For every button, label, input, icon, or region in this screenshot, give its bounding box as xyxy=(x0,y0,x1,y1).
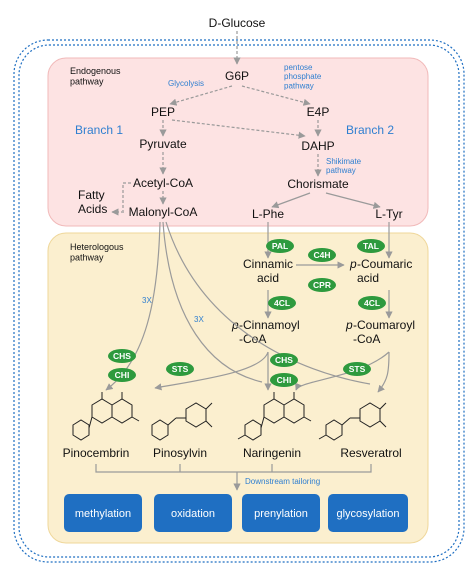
enzyme-c4h: C4H xyxy=(308,248,336,262)
heterologous-region xyxy=(47,232,429,544)
enzyme-chi-left: CHI xyxy=(108,368,136,382)
svg-text:prenylation: prenylation xyxy=(254,508,308,520)
svg-text:oxidation: oxidation xyxy=(171,508,215,520)
metabolite-acetyl-coa: Acetyl-CoA xyxy=(133,176,193,190)
metabolite-chorismate: Chorismate xyxy=(287,177,349,191)
svg-text:STS: STS xyxy=(349,364,366,374)
pinosylvin-structure xyxy=(151,402,213,441)
svg-text:STS: STS xyxy=(172,364,189,374)
metabolite-pep: PEP xyxy=(151,105,175,119)
svg-text:CHI: CHI xyxy=(277,375,292,385)
product-pinosylvin: Pinosylvin xyxy=(153,446,207,460)
enzyme-chs-left: CHS xyxy=(108,349,136,363)
product-naringenin: Naringenin xyxy=(243,446,301,460)
note-downstream: Downstream tailoring xyxy=(245,477,320,486)
tailoring-oxidation: oxidation xyxy=(154,494,232,532)
metabolite-l-phe: L-Phe xyxy=(252,207,284,221)
svg-text:CHI: CHI xyxy=(115,370,130,380)
svg-text:p: p xyxy=(345,318,353,332)
svg-text:CPR: CPR xyxy=(313,280,331,290)
enzyme-tal: TAL xyxy=(357,239,385,253)
metabolite-malonyl-coa: Malonyl-CoA xyxy=(129,205,198,219)
svg-text:CHS: CHS xyxy=(275,355,293,365)
metabolite-dahp: DAHP xyxy=(301,139,334,153)
svg-text:p: p xyxy=(349,257,357,271)
branch-2-label: Branch 2 xyxy=(346,123,394,137)
svg-text:C4H: C4H xyxy=(313,250,330,260)
endogenous-region xyxy=(47,57,429,227)
svg-text:TAL: TAL xyxy=(363,241,379,251)
svg-text:CHS: CHS xyxy=(113,351,131,361)
note-3x-left: 3X xyxy=(142,296,152,305)
input-glucose: D-Glucose xyxy=(209,16,266,30)
outer-membrane xyxy=(13,39,465,563)
naringenin-structure xyxy=(237,392,312,441)
metabolite-p-coumaroyl-coa: p -Coumaroyl-CoA xyxy=(345,318,415,346)
enzyme-4cl-right: 4CL xyxy=(358,296,386,310)
enzyme-chs-mid: CHS xyxy=(270,353,298,367)
tailoring-prenylation: prenylation xyxy=(242,494,320,532)
svg-text:methylation: methylation xyxy=(75,508,131,520)
metabolite-e4p: E4P xyxy=(307,105,330,119)
enzyme-4cl-left: 4CL xyxy=(268,296,296,310)
svg-text:PAL: PAL xyxy=(272,241,288,251)
svg-text:-Coumaroyl-CoA: -Coumaroyl-CoA xyxy=(353,318,415,346)
branch-1-label: Branch 1 xyxy=(75,123,123,137)
pinocembrin-structure xyxy=(72,392,140,441)
svg-text:glycosylation: glycosylation xyxy=(337,508,400,520)
svg-text:4CL: 4CL xyxy=(274,298,290,308)
resveratrol-structure xyxy=(318,402,387,441)
note-3x-right: 3X xyxy=(194,315,204,324)
enzyme-cpr: CPR xyxy=(308,278,336,292)
enzyme-chi-mid: CHI xyxy=(270,373,298,387)
tailoring-glycosylation: glycosylation xyxy=(328,494,408,532)
enzyme-sts-right: STS xyxy=(343,362,371,376)
inner-membrane xyxy=(18,44,460,558)
enzyme-pal: PAL xyxy=(266,239,294,253)
tailoring-methylation: methylation xyxy=(64,494,142,532)
metabolite-pyruvate: Pyruvate xyxy=(139,137,187,151)
enzyme-sts-left: STS xyxy=(166,362,194,376)
product-pinocembrin: Pinocembrin xyxy=(63,446,130,460)
note-glycolysis: Glycolysis xyxy=(168,79,204,88)
product-resveratrol: Resveratrol xyxy=(340,446,401,460)
svg-text:4CL: 4CL xyxy=(364,298,380,308)
metabolite-l-tyr: L-Tyr xyxy=(375,207,402,221)
metabolite-g6p: G6P xyxy=(225,69,249,83)
